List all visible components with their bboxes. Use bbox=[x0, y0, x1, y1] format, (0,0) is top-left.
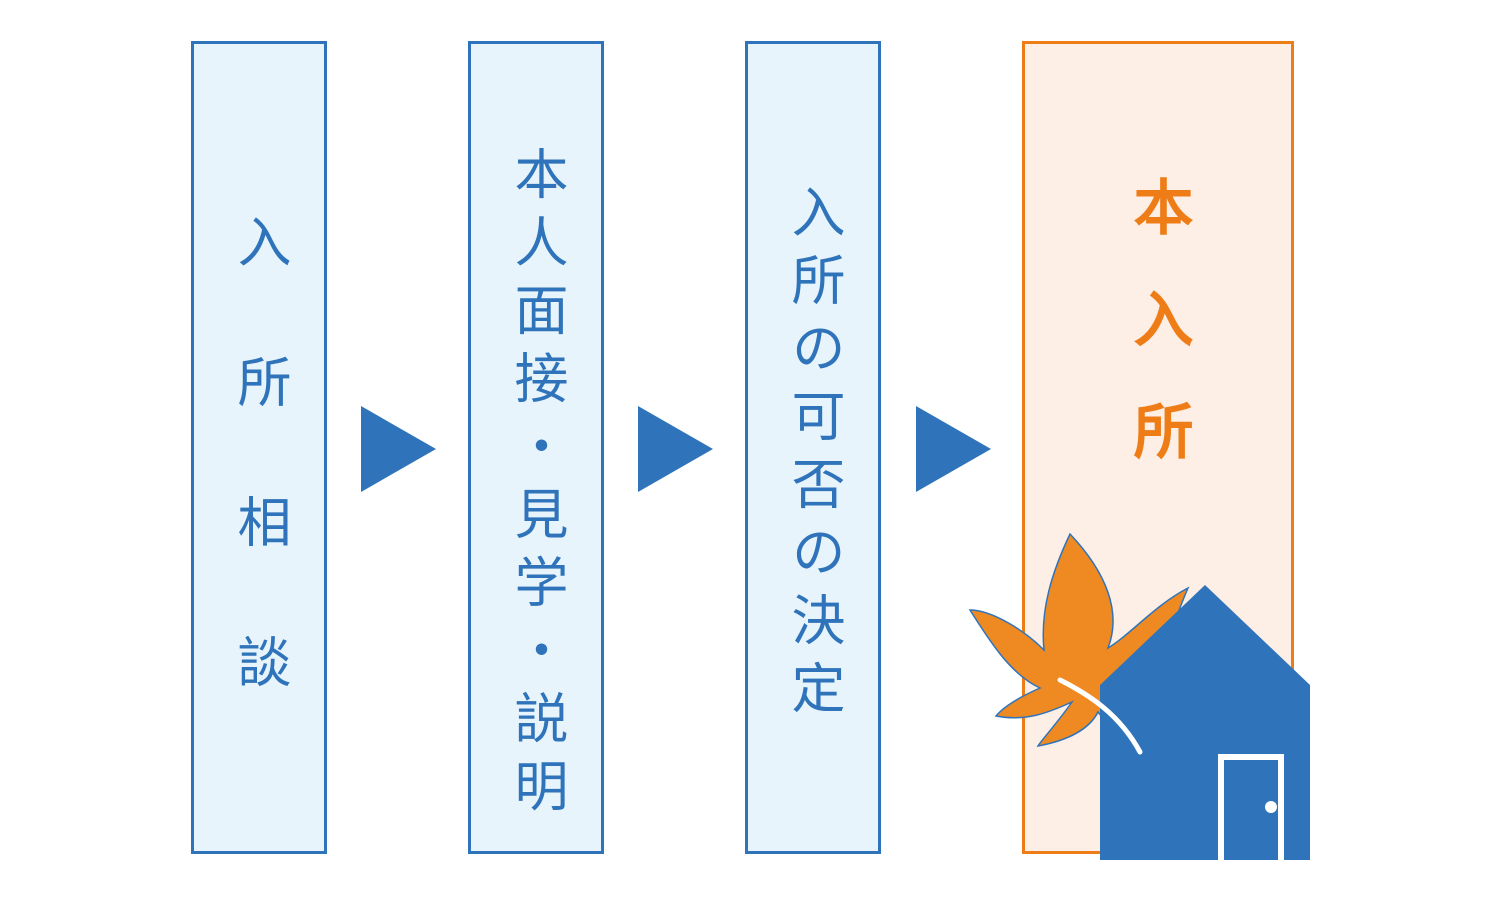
step-interview-tour: 本人面接・見学・説明 bbox=[468, 41, 604, 854]
house-illustration bbox=[968, 532, 1310, 860]
step-label-admission: 本入所 bbox=[1123, 176, 1193, 512]
step-label-consultation: 入所相談 bbox=[228, 214, 291, 774]
step-label-decision: 入所の可否の決定 bbox=[782, 184, 845, 728]
step-decision: 入所の可否の決定 bbox=[745, 41, 881, 854]
step-label-interview-tour: 本人面接・見学・説明 bbox=[505, 146, 568, 826]
arrow-right-icon bbox=[361, 406, 436, 492]
arrow-right-icon bbox=[916, 406, 991, 492]
arrow-right-icon bbox=[638, 406, 713, 492]
step-consultation: 入所相談 bbox=[191, 41, 327, 854]
